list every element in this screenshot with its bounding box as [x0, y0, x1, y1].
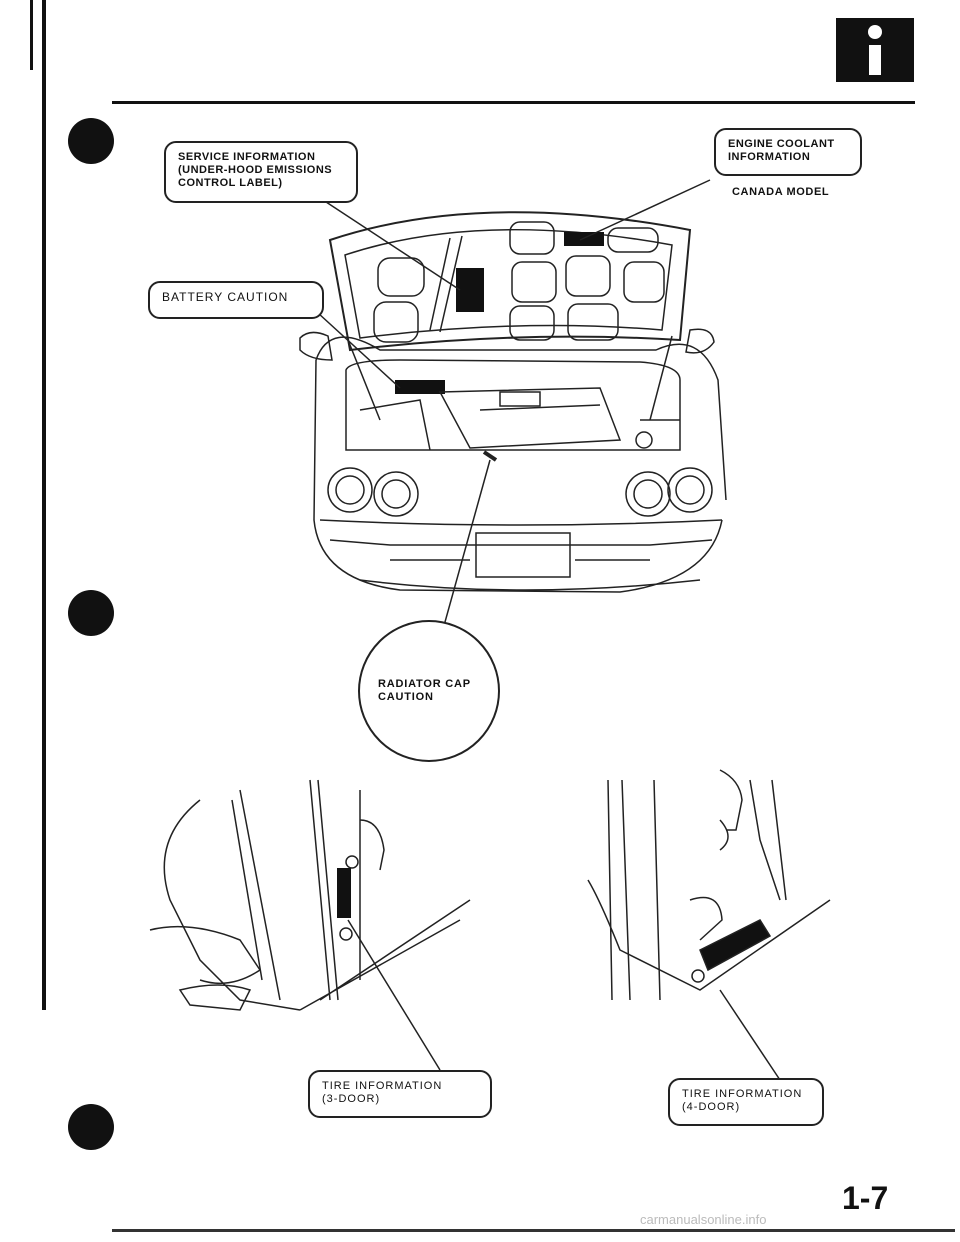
radiator-cap-callout: RADIATOR CAP CAUTION	[358, 620, 500, 762]
service-information-callout: SERVICE INFORMATION (Under-hood Emission…	[164, 141, 358, 203]
battery-caution-text: BATTERY CAUTION	[162, 290, 289, 304]
bullet-dot	[68, 118, 114, 164]
watermark: carmanualsonline.info	[640, 1212, 767, 1227]
canada-model-note: CANADA MODEL	[732, 186, 830, 198]
radiator-cap-text: RADIATOR CAP CAUTION	[378, 678, 471, 703]
tire-info-3door-callout: TIRE INFORMATION (3-door)	[308, 1070, 492, 1118]
binding-margin-line	[42, 0, 46, 1010]
bullet-dot	[68, 1104, 114, 1150]
header-rule	[112, 101, 915, 104]
margin-mark	[30, 0, 33, 70]
engine-coolant-text: ENGINE COOLANT INFORMATION	[728, 138, 835, 163]
tire-info-4door-text: TIRE INFORMATION (4-door)	[682, 1088, 803, 1113]
tire-info-4door-callout: TIRE INFORMATION (4-door)	[668, 1078, 824, 1126]
tire-info-3door-text: TIRE INFORMATION (3-door)	[322, 1080, 443, 1105]
battery-caution-callout: BATTERY CAUTION	[148, 281, 324, 319]
bullet-dot	[68, 590, 114, 636]
page-number: 1-7	[842, 1180, 889, 1216]
engine-coolant-callout: ENGINE COOLANT INFORMATION	[714, 128, 862, 176]
info-section-icon	[836, 18, 914, 82]
service-information-text: SERVICE INFORMATION (Under-hood Emission…	[178, 151, 333, 189]
footer-rule	[112, 1229, 955, 1232]
